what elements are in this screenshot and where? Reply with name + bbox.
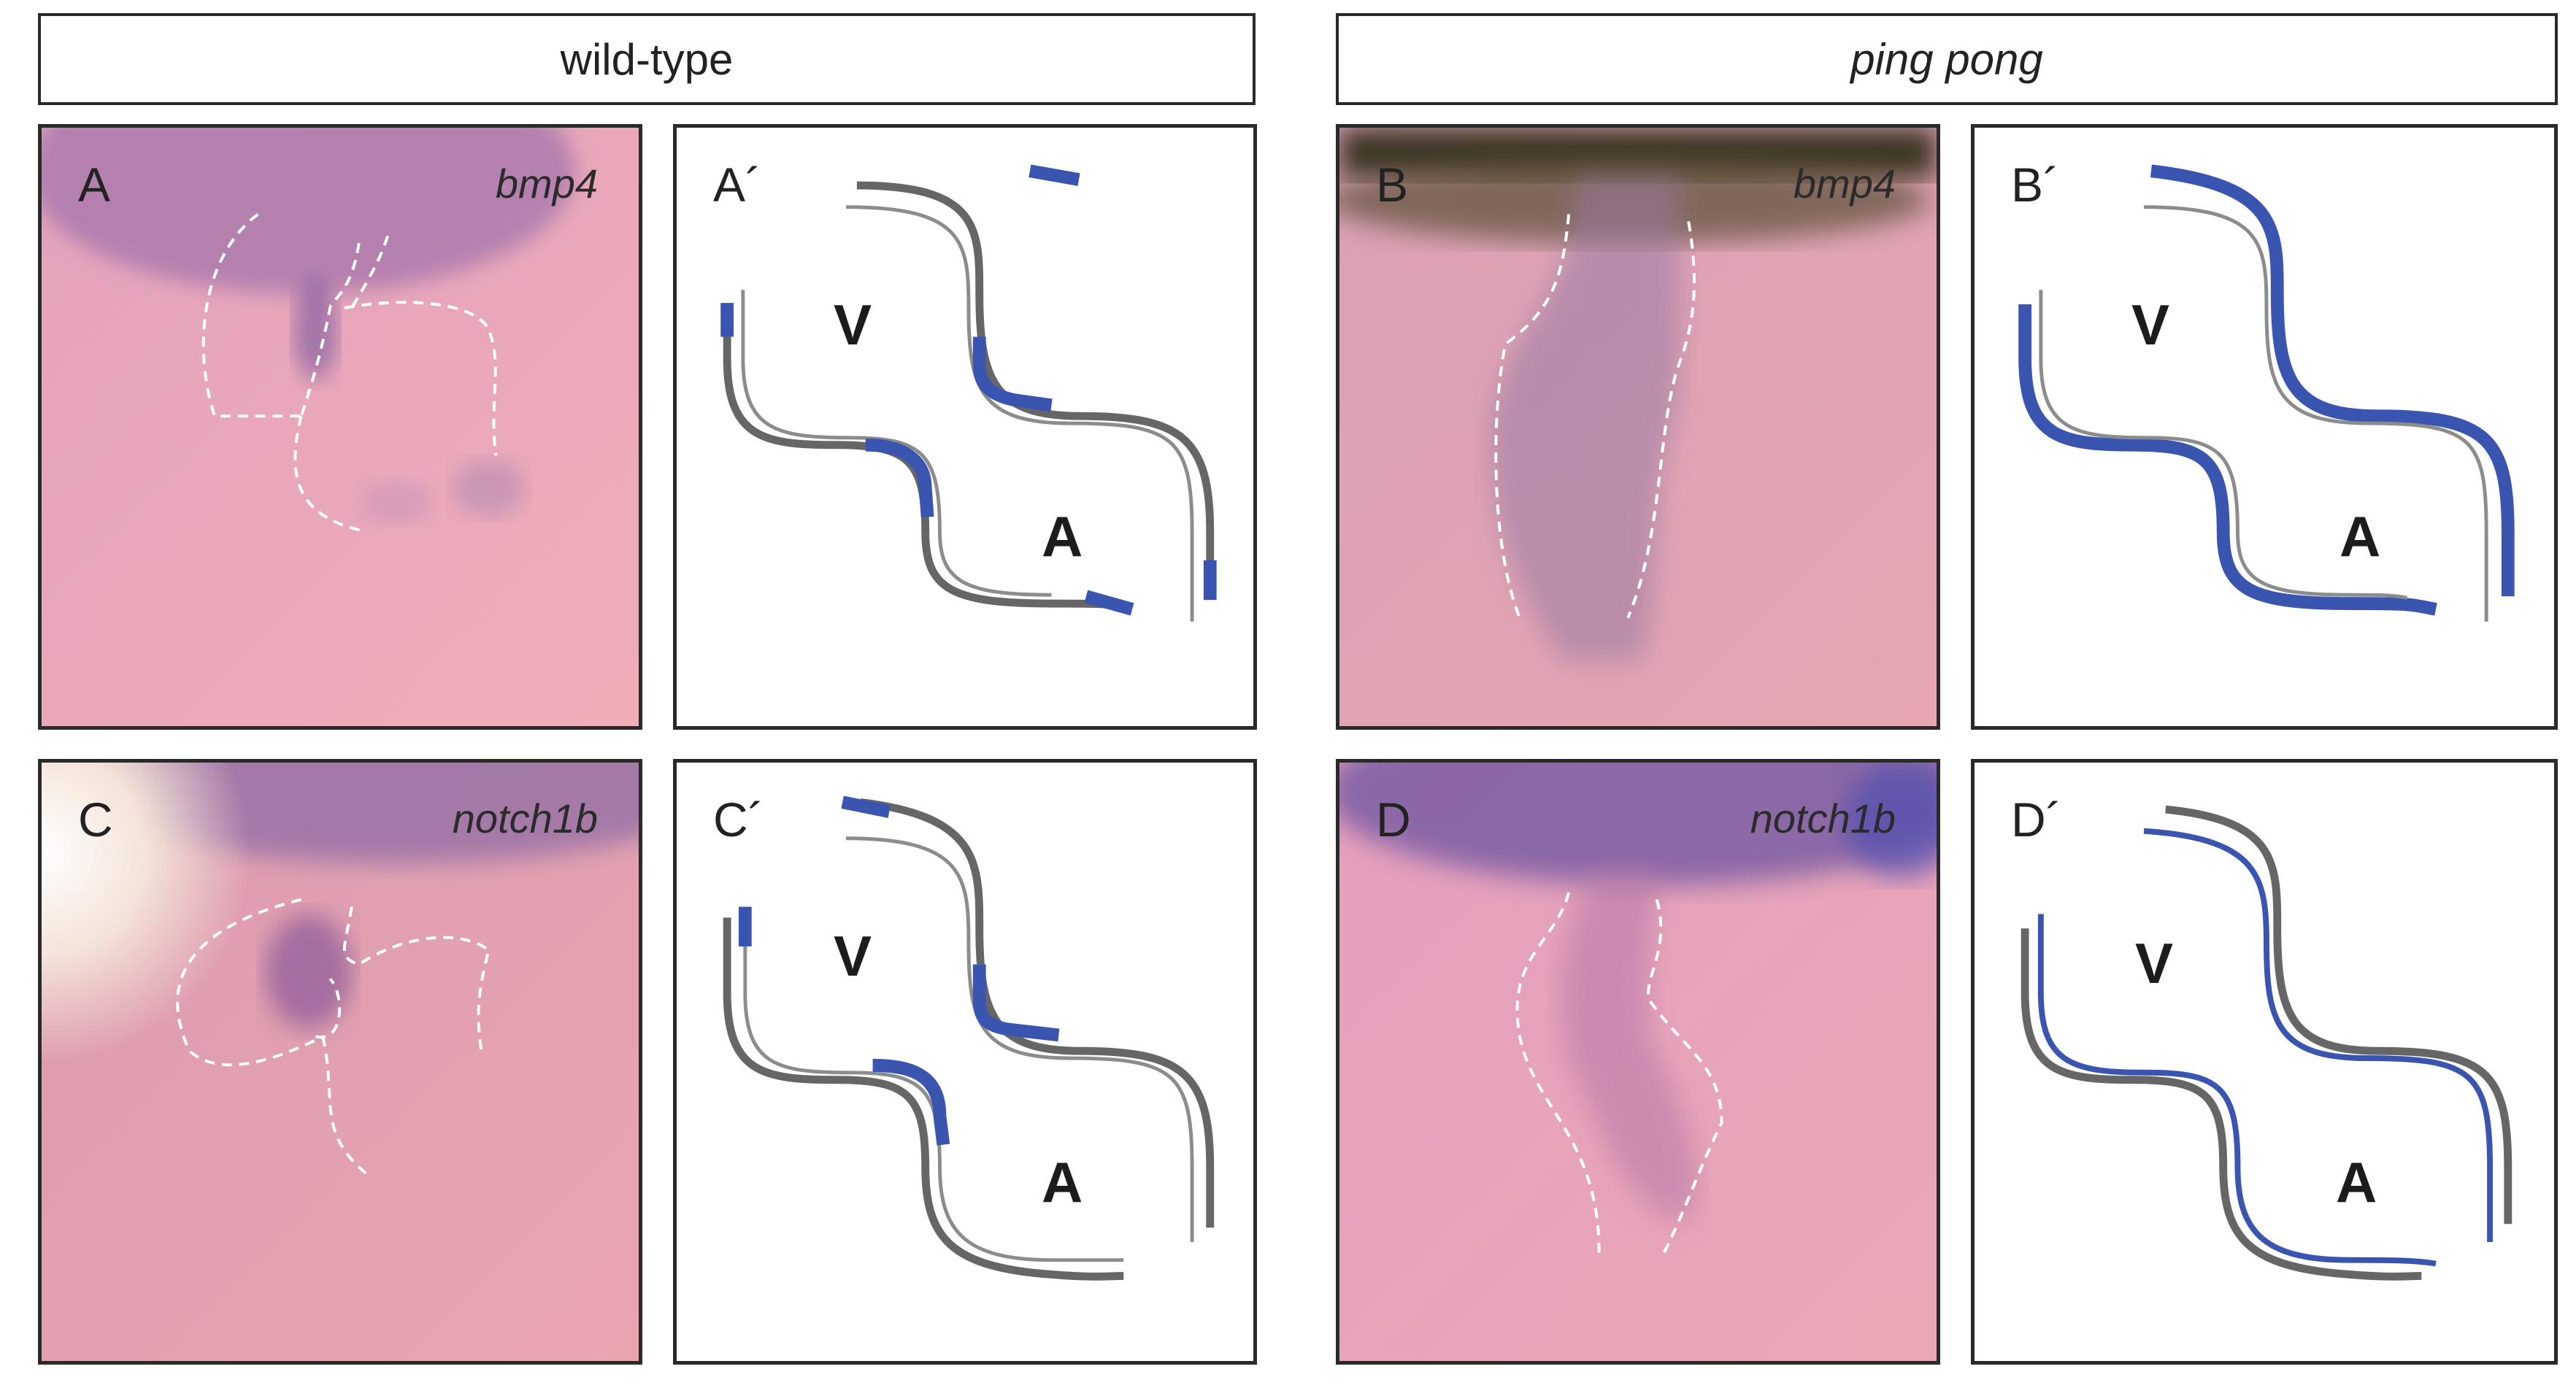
panel-c-gene-label: notch1b (452, 795, 598, 841)
panel-b-letter: B (1376, 158, 1409, 212)
panel-a-gene-label: bmp4 (495, 161, 598, 207)
ventricle-label-c-prime: V (834, 924, 872, 988)
panel-a-prime-diagram (720, 164, 1217, 622)
panel-b-image (1339, 128, 1937, 726)
panel-c-letter: C (78, 793, 113, 847)
ping-pong-header: ping pong (1336, 13, 2558, 105)
panel-d-prime-diagram (2021, 805, 2512, 1281)
atrium-label-a-prime: A (1042, 504, 1083, 568)
panel-c-prime-schematic: C´ V A (673, 759, 1257, 1365)
panel-c-image (42, 763, 639, 1361)
panel-a-prime-letter: A´ (713, 158, 761, 212)
panel-b-prime-letter: B´ (2011, 158, 2059, 212)
panel-a-letter: A (78, 158, 111, 212)
ping-pong-header-label: ping pong (1850, 34, 2043, 84)
panel-c-prime-diagram (723, 795, 1215, 1281)
wild-type-header: wild-type (38, 13, 1256, 105)
panel-c-prime-letter: C´ (713, 793, 764, 847)
panel-d-prime-schematic: D´ V A (1971, 759, 2558, 1365)
panel-b-gene-label: bmp4 (1793, 161, 1896, 207)
panel-a-image (42, 128, 639, 726)
panel-d-image (1339, 763, 1937, 1361)
panel-b-prime-diagram (2018, 164, 2515, 622)
ventricle-label-d-prime: V (2135, 931, 2174, 995)
wild-type-header-label: wild-type (560, 34, 734, 84)
panel-d-photo: D notch1b (1336, 759, 1940, 1365)
atrium-label-b-prime: A (2339, 504, 2381, 568)
panel-d-gene-label: notch1b (1750, 795, 1896, 841)
panel-d-letter: D (1376, 793, 1411, 847)
atrium-label-d-prime: A (2336, 1150, 2377, 1214)
ventricle-label-a-prime: V (834, 293, 872, 357)
panel-a-prime-schematic: A´ V A (673, 124, 1257, 730)
panel-c-photo: C notch1b (38, 759, 642, 1365)
ventricle-label-b-prime: V (2131, 293, 2170, 357)
atrium-label-c-prime: A (1042, 1150, 1083, 1214)
panel-d-prime-letter: D´ (2011, 793, 2062, 847)
panel-b-prime-schematic: B´ V A (1971, 124, 2558, 730)
panel-b-photo: B bmp4 (1336, 124, 1940, 730)
panel-a-photo: A bmp4 (38, 124, 642, 730)
